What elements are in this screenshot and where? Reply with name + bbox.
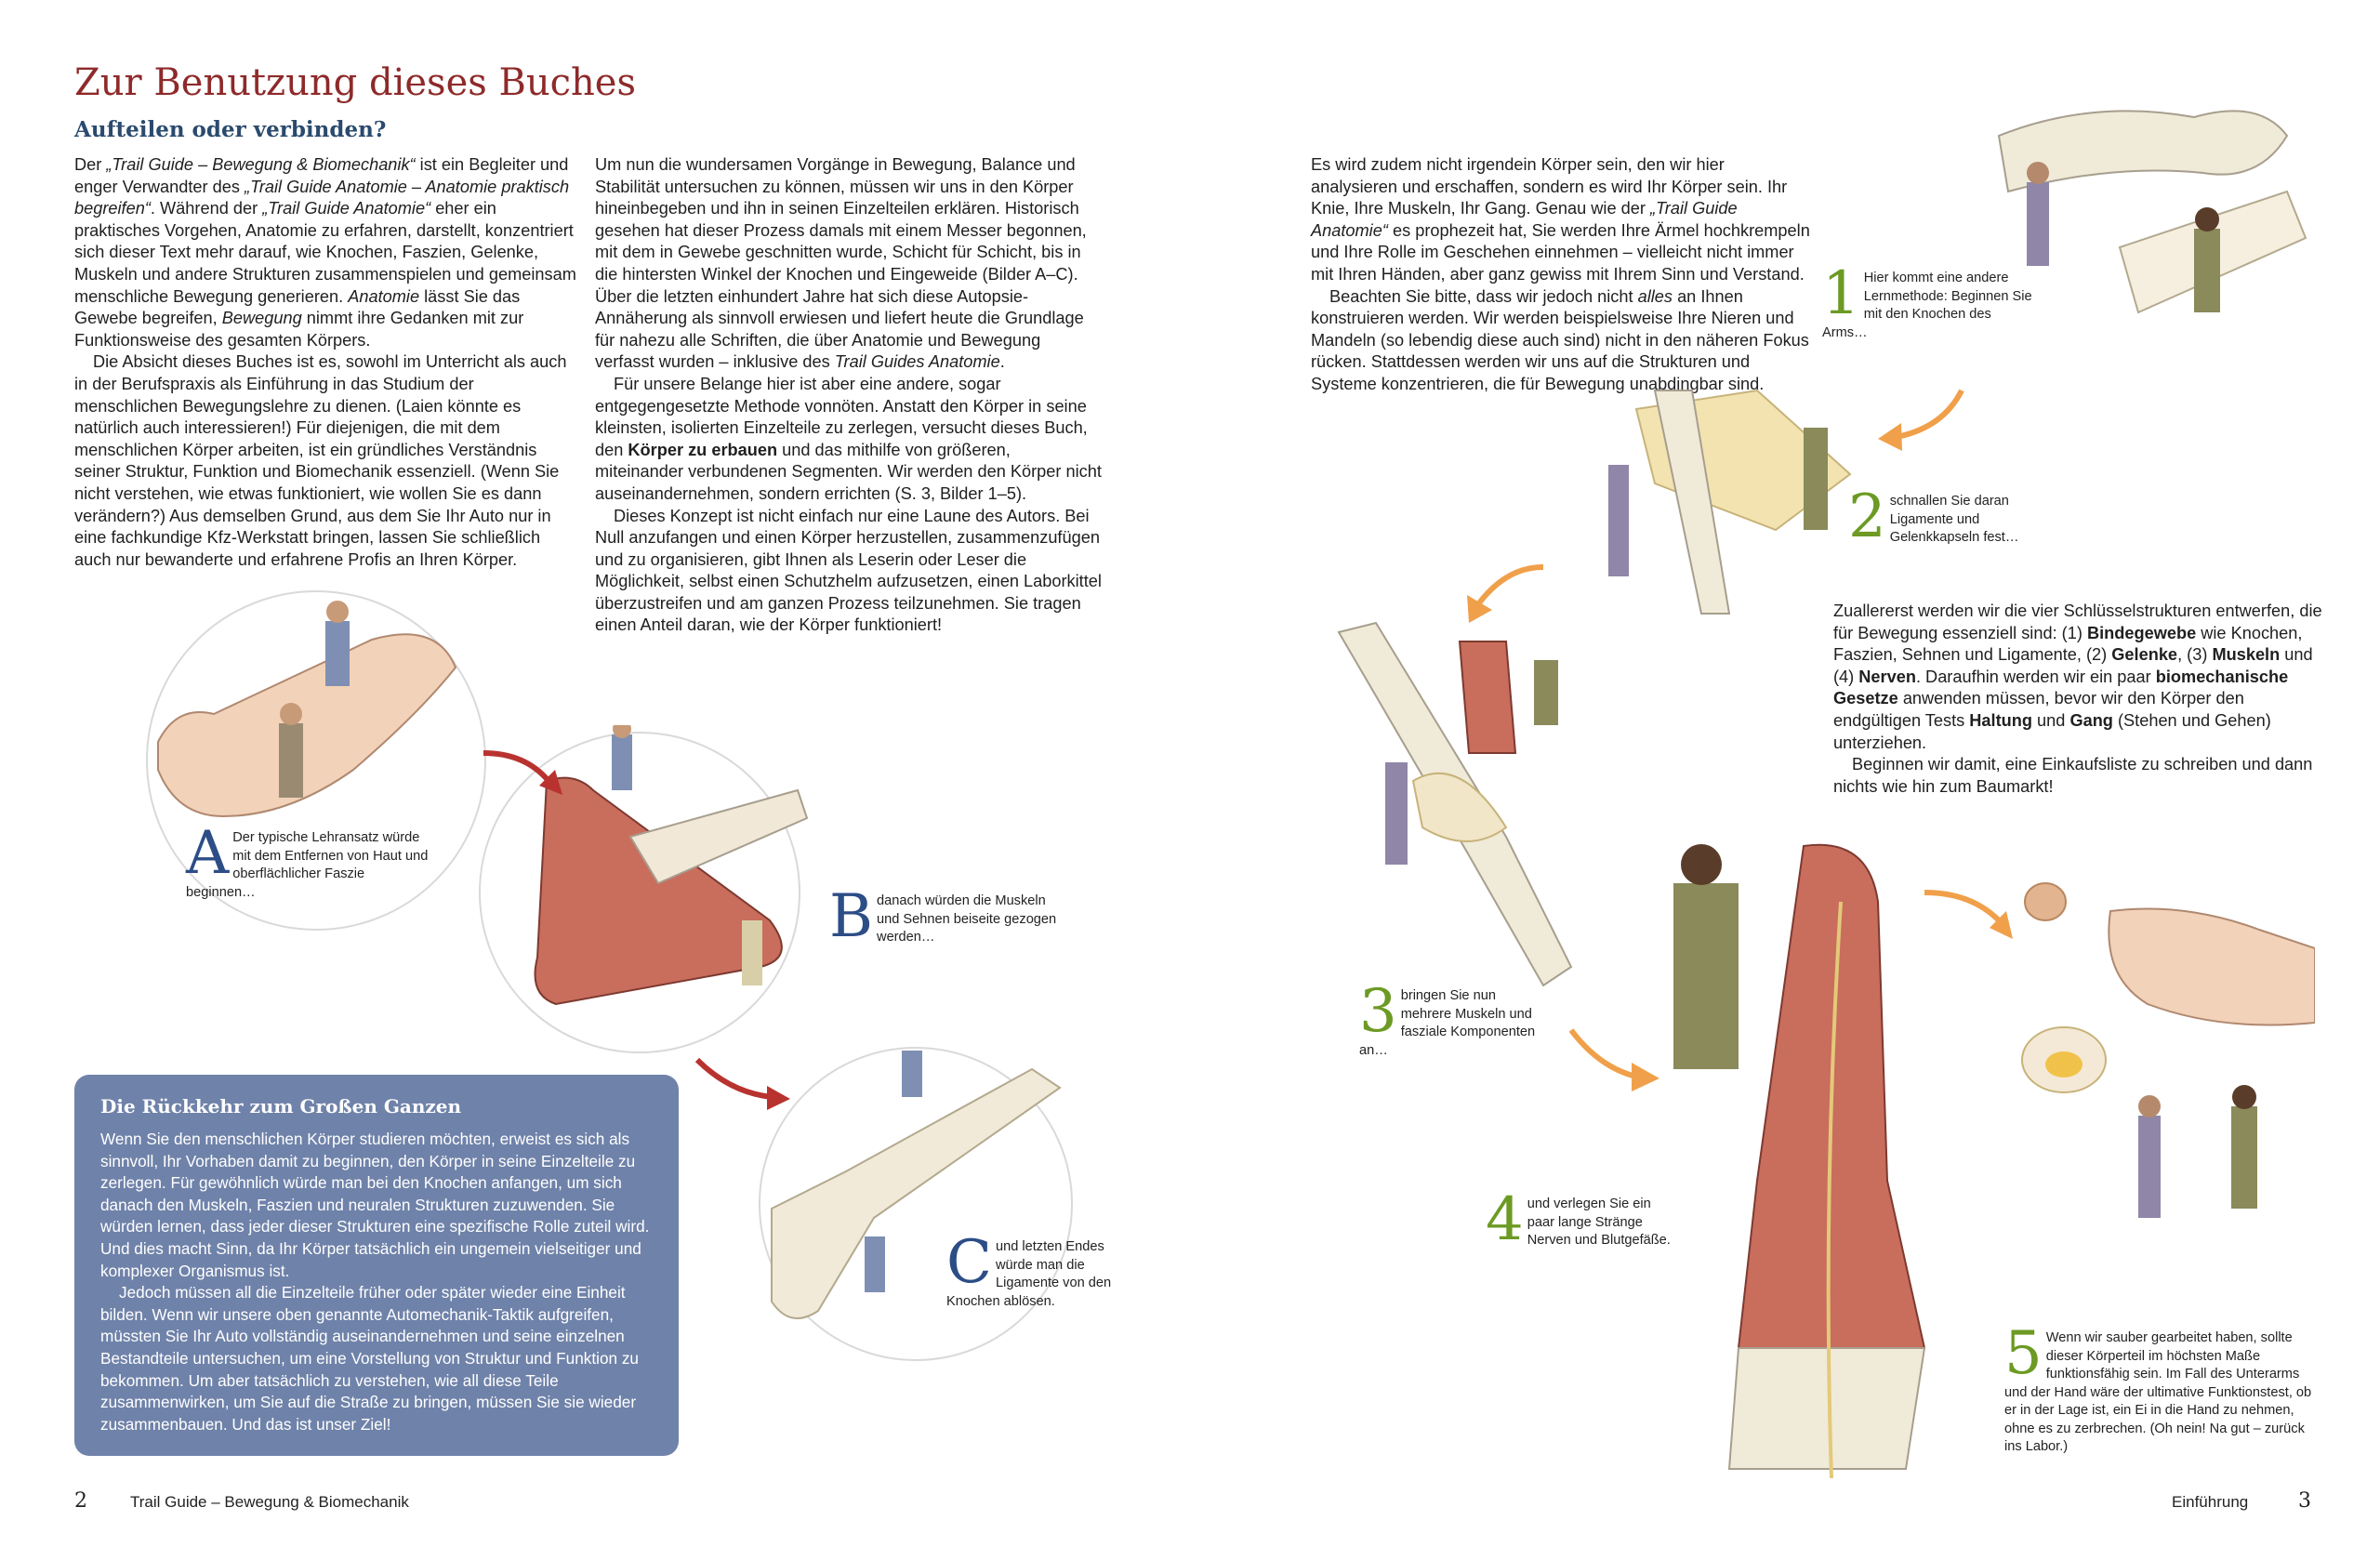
right_col1-paragraph: Beachten Sie bitte, dass wir jedoch nich… bbox=[1311, 286, 1809, 393]
caption-c-text: und letzten Endes würde man die Ligament… bbox=[946, 1239, 1112, 1309]
right_col2-paragraph: Zuallererst werden wir die vier Schlüsse… bbox=[1833, 602, 2322, 752]
sidebar-box-para-1: Wenn Sie den menschlichen Körper studier… bbox=[100, 1130, 650, 1280]
arrow-orange-1 bbox=[1878, 389, 1964, 451]
caption-c: C und letzten Endes würde man die Ligame… bbox=[946, 1228, 1114, 1311]
caption-5: 5 Wenn wir sauber gearbeitet haben, soll… bbox=[2004, 1319, 2320, 1457]
caption-4-text: und verlegen Sie ein paar lange Stränge … bbox=[1527, 1197, 1671, 1248]
right-column-2: Zuallererst werden wir die vier Schlüsse… bbox=[1833, 601, 2335, 798]
sidebar-box-heading: Die Rückkehr zum Großen Ganzen bbox=[100, 1095, 462, 1117]
right-column-1: Es wird zudem nicht irgendein Körper sei… bbox=[1311, 154, 1813, 396]
left-column-1: Der „Trail Guide – Bewegung & Biomechani… bbox=[74, 154, 581, 571]
arrow-orange-3 bbox=[1568, 1028, 1659, 1091]
caption-1-number: 1 bbox=[1822, 259, 1860, 328]
sidebar-box: Die Rückkehr zum Großen Ganzen Wenn Sie … bbox=[74, 1075, 679, 1456]
left_col1-paragraph: Der „Trail Guide – Bewegung & Biomechani… bbox=[74, 155, 576, 350]
caption-b-text: danach würden die Muskeln und Sehnen bei… bbox=[877, 893, 1057, 945]
caption-a-text: Der typische Lehransatz würde mit dem En… bbox=[186, 830, 429, 900]
caption-c-letter: C bbox=[946, 1228, 992, 1297]
caption-1-text: Hier kommt eine andere Lernmethode: Begi… bbox=[1822, 271, 2032, 340]
illustration-c-bones bbox=[759, 1047, 1073, 1361]
caption-4-number: 4 bbox=[1486, 1185, 1524, 1254]
illustration-1-arm-bones bbox=[1997, 110, 2307, 314]
caption-a-letter: A bbox=[186, 819, 230, 888]
illustration-3-muscles bbox=[1337, 621, 1573, 987]
caption-b-letter: B bbox=[829, 882, 874, 951]
caption-3-number: 3 bbox=[1359, 977, 1397, 1046]
left_col2-paragraph: Um nun die wundersamen Vorgänge in Beweg… bbox=[595, 155, 1087, 372]
right-running-title: Einführung bbox=[2172, 1493, 2249, 1511]
left_col2-paragraph: Für unsere Belange hier ist aber eine an… bbox=[595, 374, 1102, 503]
left-page-number: 2 bbox=[74, 1489, 87, 1513]
right-page-number: 3 bbox=[2298, 1489, 2311, 1513]
caption-1: 1 Hier kommt eine andere Lernmethode: Be… bbox=[1822, 264, 2036, 342]
caption-2-text: schnallen Sie daran Ligamente und Gelenk… bbox=[1889, 494, 2019, 545]
page-subtitle: Aufteilen oder verbinden? bbox=[74, 117, 387, 142]
caption-3-text: bringen Sie nun mehrere Muskeln und fasz… bbox=[1359, 988, 1536, 1058]
caption-4: 4 und verlegen Sie ein paar lange Sträng… bbox=[1486, 1190, 1672, 1250]
caption-b: B danach würden die Muskeln und Sehnen b… bbox=[829, 882, 1062, 951]
caption-5-text: Wenn wir sauber gearbeitet haben, sollte… bbox=[2004, 1330, 2312, 1454]
sidebar-box-para-2: Jedoch müssen all die Einzelteile früher… bbox=[100, 1283, 639, 1434]
caption-2: 2 schnallen Sie daran Ligamente und Gele… bbox=[1848, 487, 2071, 548]
illustration-a-leg bbox=[146, 590, 486, 931]
left_col2-paragraph: Dieses Konzept ist nicht einfach nur ein… bbox=[595, 506, 1102, 635]
arrow-red-2 bbox=[694, 1057, 790, 1110]
illustration-2-ligaments bbox=[1608, 389, 1852, 615]
left-running-title: Trail Guide – Bewegung & Biomechanik bbox=[130, 1493, 409, 1511]
caption-3: 3 bringen Sie nun mehrere Muskeln und fa… bbox=[1359, 977, 1545, 1060]
illustration-4-nerves bbox=[1673, 843, 1926, 1478]
left-column-2: Um nun die wundersamen Vorgänge in Beweg… bbox=[595, 154, 1102, 637]
right_col1-paragraph: Es wird zudem nicht irgendein Körper sei… bbox=[1311, 155, 1810, 284]
arrow-red-1 bbox=[483, 750, 562, 795]
page-title: Zur Benutzung dieses Buches bbox=[74, 61, 637, 104]
right_col2-paragraph: Beginnen wir damit, eine Einkaufsliste z… bbox=[1833, 755, 2313, 796]
caption-a: A Der typische Lehransatz würde mit dem … bbox=[186, 819, 437, 902]
caption-2-number: 2 bbox=[1848, 483, 1886, 551]
left_col1-paragraph: Die Absicht dieses Buches ist es, sowohl… bbox=[74, 352, 567, 569]
arrow-orange-4 bbox=[1924, 890, 2013, 939]
caption-5-number: 5 bbox=[2004, 1319, 2043, 1388]
illustration-5-egg bbox=[2021, 882, 2315, 1218]
arrow-orange-2 bbox=[1467, 564, 1544, 623]
illustration-b-muscles bbox=[479, 725, 809, 1053]
